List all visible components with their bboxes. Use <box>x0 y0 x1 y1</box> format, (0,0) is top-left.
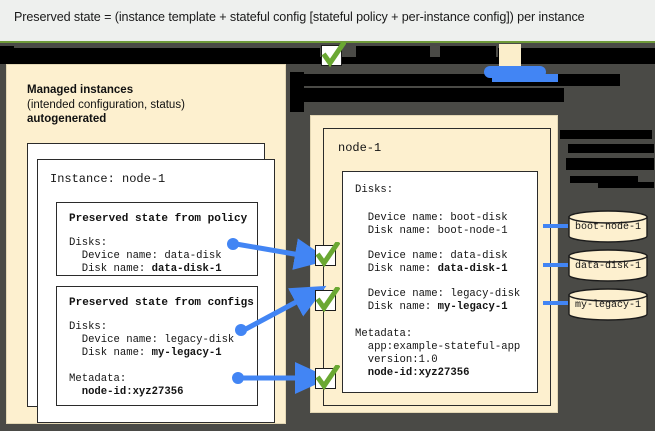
node-details-box: Disks: Device name: boot-disk Disk name:… <box>342 171 538 393</box>
node-data-disk-name-prefix: Disk name: <box>355 263 438 275</box>
node-legacy-disk-name-value: my-legacy-1 <box>437 301 508 313</box>
disk-cylinder-icon <box>568 210 648 243</box>
node-boot-device-name: Device name: boot-disk <box>355 212 508 224</box>
configs-metadata-nodeid: node-id:xyz27356 <box>69 386 184 398</box>
check-icon <box>315 365 340 391</box>
node-disks-heading: Disks: <box>355 184 394 196</box>
configs-disk-name-prefix: Disk name: <box>69 347 152 359</box>
connector-policy-to-data-disk <box>227 238 330 270</box>
preserved-state-configs-box: Preserved state from configs Disks: Devi… <box>56 286 258 406</box>
node-data-device-name: Device name: data-disk <box>355 250 508 262</box>
configs-metadata-heading: Metadata: <box>69 373 127 385</box>
node-label: node-1 <box>338 141 382 155</box>
node-legacy-device-name: Device name: legacy-disk <box>355 288 521 300</box>
preserved-state-policy-box: Preserved state from policy Disks: Devic… <box>56 202 258 276</box>
managed-instances-title-line1: Managed instances <box>27 84 134 96</box>
header-bar <box>0 0 655 43</box>
node-data-disk-entry: Device name: data-disk Disk name: data-d… <box>355 250 508 276</box>
preserved-state-policy-body: Disks: Device name: data-disk Disk name:… <box>69 237 222 276</box>
configs-disks-heading: Disks: <box>69 321 108 333</box>
preserved-state-configs-title: Preserved state from configs <box>69 297 254 309</box>
disk-cylinder-2: my-legacy-1 <box>568 288 648 321</box>
instance-heading: Instance: node-1 <box>50 172 166 186</box>
preserved-state-policy-title: Preserved state from policy <box>69 213 248 225</box>
connector-configs-to-legacy-disk <box>235 285 327 336</box>
node-data-disk-name-value: data-disk-1 <box>437 263 508 275</box>
node-metadata-app: app:example-stateful-app <box>355 341 521 353</box>
preserved-state-configs-body: Disks: Device name: legacy-disk Disk nam… <box>69 321 234 399</box>
node-legacy-disk-name-prefix: Disk name: <box>355 301 438 313</box>
live-instance-panel: node-1 Disks: Device name: boot-disk Dis… <box>310 115 558 413</box>
policy-disk-name-value: data-disk-1 <box>151 263 222 275</box>
disk-cylinder-1: data-disk-1 <box>568 249 648 282</box>
configs-device-name: Device name: legacy-disk <box>69 334 235 346</box>
node-metadata-block: Metadata: app:example-stateful-app versi… <box>355 328 520 380</box>
configs-disk-name-value: my-legacy-1 <box>151 347 222 359</box>
node-boot-disk-name: Disk name: boot-node-1 <box>355 225 508 237</box>
policy-disks-heading: Disks: <box>69 237 108 249</box>
node-metadata-version: version:1.0 <box>355 354 438 366</box>
disk-label-0: boot-node-1 <box>574 222 641 233</box>
check-badge-data-disk <box>315 242 340 268</box>
node-metadata-nodeid: node-id:xyz27356 <box>355 367 470 379</box>
node-legacy-disk-entry: Device name: legacy-disk Disk name: my-l… <box>355 288 521 314</box>
policy-device-name: Device name: data-disk <box>69 250 222 262</box>
managed-instances-title-line3: autogenerated <box>27 113 107 125</box>
check-icon <box>315 242 340 268</box>
disk-cylinder-icon <box>568 288 648 321</box>
check-icon <box>321 42 346 68</box>
managed-instances-title: Managed instances (intended configuratio… <box>27 83 185 127</box>
managed-instances-title-line2: (intended configuration, status) <box>27 98 185 111</box>
check-badge-legacy-disk <box>315 287 340 313</box>
connector-configs-to-metadata <box>232 361 330 394</box>
node-card: node-1 Disks: Device name: boot-disk Dis… <box>323 128 551 406</box>
disk-label-2: my-legacy-1 <box>574 300 641 311</box>
node-boot-disk-entry: Device name: boot-disk Disk name: boot-n… <box>355 212 508 238</box>
page-title: Preserved state = (instance template + s… <box>14 10 585 24</box>
disk-cylinder-0: boot-node-1 <box>568 210 648 243</box>
managed-instances-panel: Managed instances (intended configuratio… <box>6 64 286 424</box>
disk-label-1: data-disk-1 <box>574 261 641 272</box>
check-icon <box>315 287 340 313</box>
node-metadata-heading: Metadata: <box>355 328 413 340</box>
disk-cylinder-icon <box>568 249 648 282</box>
check-badge-metadata <box>315 365 340 391</box>
check-badge-header <box>321 42 346 68</box>
policy-disk-name-prefix: Disk name: <box>69 263 152 275</box>
